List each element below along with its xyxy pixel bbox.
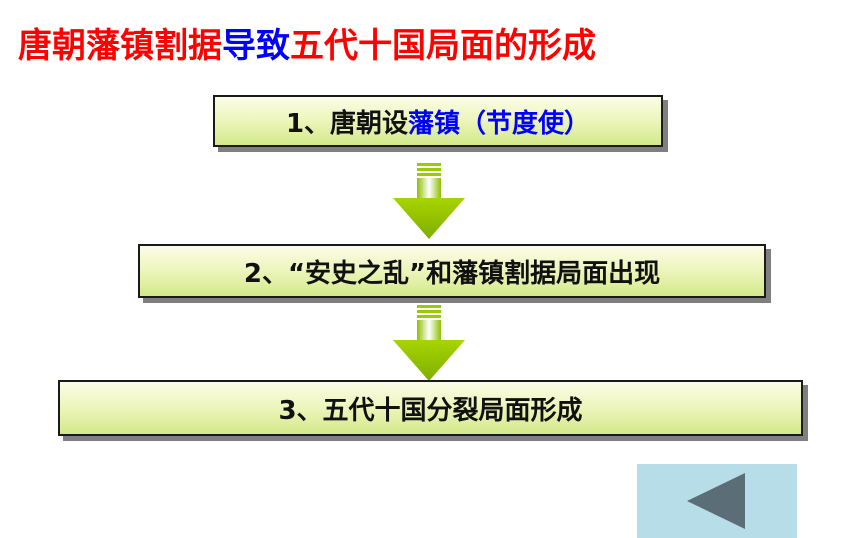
back-button[interactable]: [637, 464, 797, 538]
step-box-2: 2、“安史之乱”和藩镇割据局面出现: [138, 244, 766, 298]
step-box-3: 3、五代十国分裂局面形成: [58, 380, 803, 436]
title-part-2: 导致: [222, 26, 290, 66]
step-3-text: 3、五代十国分裂局面形成: [278, 395, 583, 426]
down-arrow-icon: [393, 305, 465, 381]
step-2-text: 2、“安史之乱”和藩镇割据局面出现: [243, 258, 661, 289]
down-arrow-icon: [393, 163, 465, 239]
title-part-3: 五代十国局面的形成: [290, 26, 596, 66]
step-1-prefix: 1、唐朝设: [285, 108, 409, 139]
step-box-1: 1、唐朝设藩镇（节度使）: [213, 95, 663, 147]
page-title: 唐朝藩镇割据导致五代十国局面的形成: [18, 24, 596, 68]
title-part-1: 唐朝藩镇割据: [18, 26, 222, 66]
left-triangle-icon: [687, 473, 745, 529]
step-1-highlight: 藩镇（节度使）: [408, 108, 591, 139]
